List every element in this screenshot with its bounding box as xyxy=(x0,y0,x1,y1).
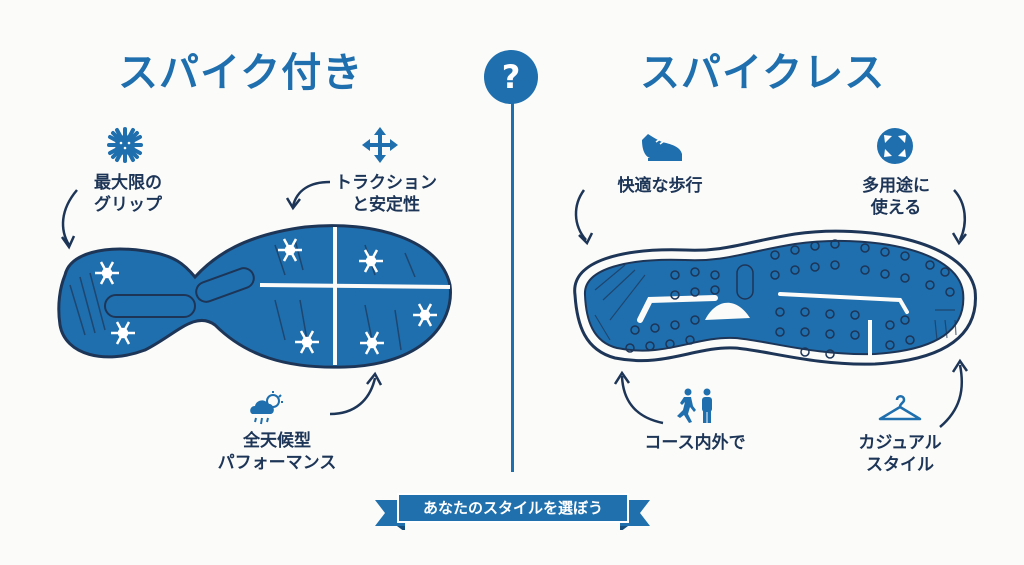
spikeless-sole xyxy=(573,229,977,366)
feature-label: トラクション xyxy=(335,173,437,193)
hanger-icon xyxy=(877,393,923,423)
curved-arrow-icon xyxy=(60,189,78,250)
feature-on-off-course: コース内外で xyxy=(630,432,760,454)
choose-style-banner: あなたのスタイルを選ぼう xyxy=(375,490,650,532)
snowflake-spike-icon xyxy=(107,127,143,163)
feature-label: コース内外で xyxy=(644,433,746,453)
weather-cloud-rain-sun-icon xyxy=(247,390,285,426)
move-arrows-icon xyxy=(362,127,398,163)
feature-label: 多用途に xyxy=(862,176,930,196)
spiked-sole xyxy=(57,224,452,369)
curved-arrow-icon xyxy=(574,189,594,246)
curved-arrow-icon xyxy=(329,371,383,416)
banner-label: あなたのスタイルを選ぼう xyxy=(397,493,629,523)
curved-arrow-icon xyxy=(939,358,969,428)
walking-people-icon xyxy=(676,388,716,424)
feature-label: カジュアル xyxy=(858,433,942,453)
curved-arrow-icon xyxy=(951,189,967,246)
feature-versatile: 多用途に 使える xyxy=(848,175,944,219)
feature-label: 全天候型 xyxy=(243,431,311,451)
feature-label: 使える xyxy=(870,198,922,218)
feature-comfortable-walking: 快適な歩行 xyxy=(605,175,715,197)
feature-label: パフォーマンス xyxy=(217,453,337,473)
feature-label: 快適な歩行 xyxy=(617,176,703,196)
tread-dots xyxy=(625,239,955,359)
feature-all-weather: 全天候型 パフォーマンス xyxy=(212,430,342,474)
question-mark-icon: ? xyxy=(484,50,538,104)
feature-label: スタイル xyxy=(866,455,934,475)
feature-casual-style: カジュアル スタイル xyxy=(850,432,950,476)
curved-arrow-icon xyxy=(613,370,664,425)
expand-arrows-circle-icon xyxy=(877,128,913,164)
feature-label: グリップ xyxy=(94,195,162,215)
curved-arrow-icon xyxy=(285,180,331,211)
center-divider xyxy=(511,100,514,472)
sneaker-icon xyxy=(640,130,684,164)
feature-traction: トラクション と安定性 xyxy=(328,172,444,216)
feature-label: と安定性 xyxy=(352,195,420,215)
feature-max-grip: 最大限の グリップ xyxy=(83,172,173,216)
feature-label: 最大限の xyxy=(94,173,162,193)
spike-cleats xyxy=(95,238,437,355)
spiked-title: スパイク付き xyxy=(118,50,364,96)
spikeless-title: スパイクレス xyxy=(640,50,886,96)
